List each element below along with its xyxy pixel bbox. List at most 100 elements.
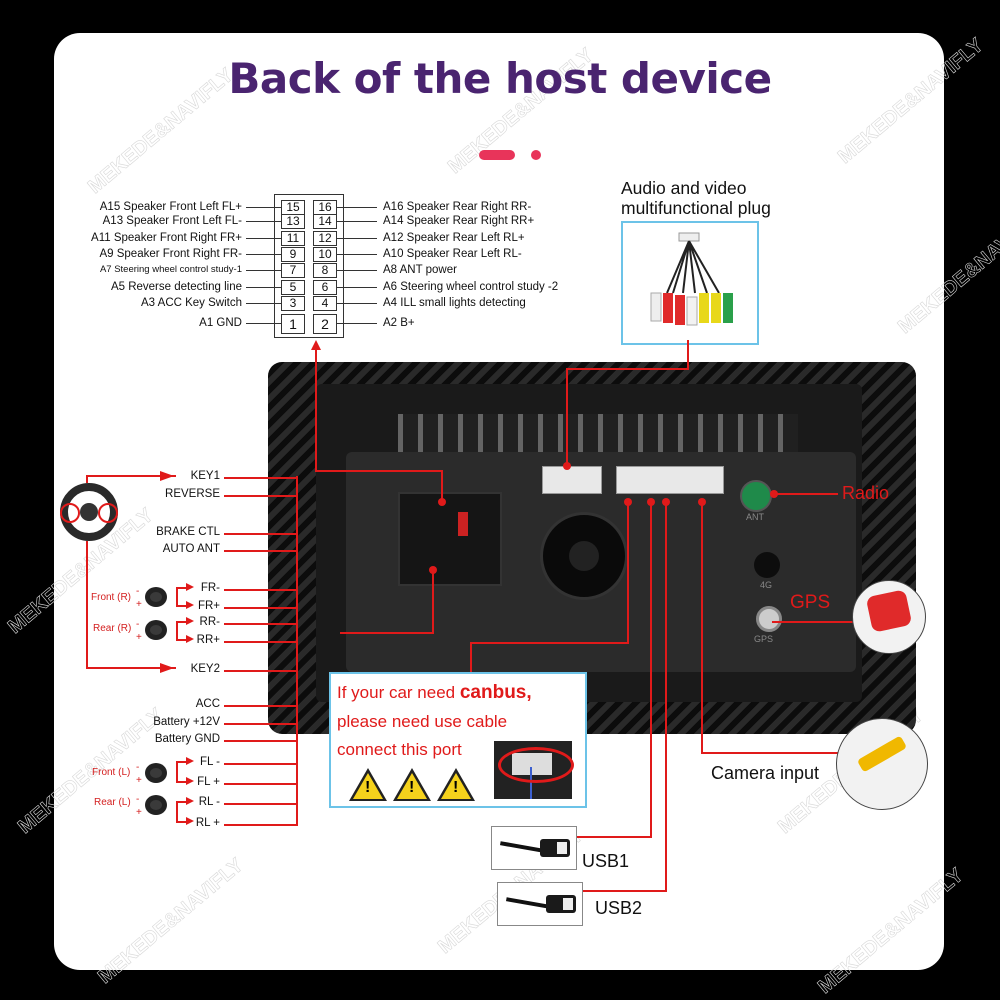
harness-label-battery12v: Battery +12V xyxy=(153,716,220,728)
pin-11: 11 xyxy=(281,231,305,246)
canbus-line2: please need use cable xyxy=(337,712,508,731)
gps-port-label: GPS xyxy=(754,634,774,644)
wire xyxy=(566,368,689,370)
wire xyxy=(470,642,472,674)
wire xyxy=(566,368,568,466)
pin-label-left: A11 Speaker Front Right FR+ xyxy=(91,232,242,244)
wire xyxy=(577,836,652,838)
wire xyxy=(224,607,298,609)
wire xyxy=(176,605,188,607)
gps-antenna-image xyxy=(852,580,926,654)
wire xyxy=(176,781,188,783)
steering-wheel-icon xyxy=(60,483,118,541)
wire xyxy=(176,587,178,605)
wire xyxy=(470,642,629,644)
polarity-minus: - xyxy=(136,762,140,773)
wire xyxy=(627,502,629,644)
multi-socket xyxy=(616,466,724,494)
pin-16: 16 xyxy=(313,200,337,215)
camera-input-label: Camera input xyxy=(711,763,820,783)
harness-label-key1: KEY1 xyxy=(190,470,220,482)
arrow-right-icon xyxy=(160,663,174,673)
polarity-minus: - xyxy=(136,619,140,630)
wire xyxy=(224,477,298,479)
wire xyxy=(86,475,176,477)
wire xyxy=(86,541,88,669)
pin-7: 7 xyxy=(281,263,305,278)
wire xyxy=(224,533,298,535)
gps-callout: GPS xyxy=(790,592,831,613)
arrow-right-icon xyxy=(186,777,194,785)
av-socket xyxy=(542,466,602,494)
pin-lead xyxy=(337,323,377,324)
wire xyxy=(224,763,298,765)
speaker-front-right-label: Front (R) xyxy=(91,592,131,603)
av-plug-title: Audio and video multifunctional plug xyxy=(621,178,771,218)
iso-socket xyxy=(398,492,502,586)
warning-glyph: ! xyxy=(453,779,459,796)
4g-port xyxy=(754,552,780,578)
av-plug-title-line1: Audio and video xyxy=(621,178,747,198)
camera-cable-image xyxy=(836,718,928,810)
wire xyxy=(701,752,841,754)
fuse xyxy=(458,512,468,536)
wire xyxy=(224,495,298,497)
wire xyxy=(224,803,298,805)
pin-label-right: A4 ILL small lights detecting xyxy=(383,297,526,309)
harness-label-rl-plus: RL + xyxy=(195,817,220,829)
pin-label-right: A16 Speaker Rear Right RR- xyxy=(383,201,532,213)
title-accent-dash xyxy=(479,150,515,160)
wire-dot xyxy=(563,462,571,470)
wire xyxy=(650,502,652,838)
page-title: Back of the host device xyxy=(228,54,772,103)
pin-lead xyxy=(337,287,377,288)
harness-label-rr-minus: RR- xyxy=(199,616,220,628)
harness-label-fr-minus: FR- xyxy=(200,582,220,594)
arrow-right-icon xyxy=(160,471,174,481)
pin-5: 5 xyxy=(281,280,305,295)
pin-lead xyxy=(246,303,281,304)
speaker-icon xyxy=(145,795,167,815)
harness-label-reverse: REVERSE xyxy=(165,488,220,500)
warning-icon: ! xyxy=(349,768,387,801)
wire xyxy=(665,502,667,892)
wire xyxy=(774,493,838,495)
wire xyxy=(701,502,703,754)
harness-label-fl-minus: FL - xyxy=(199,756,220,768)
wire xyxy=(224,670,298,672)
av-plug-title-line2: multifunctional plug xyxy=(621,198,771,218)
pin-label-left: A1 GND xyxy=(199,317,242,329)
rca-yellow-plug-icon xyxy=(856,735,908,773)
harness-label-key2: KEY2 xyxy=(190,663,220,675)
arrow-right-icon xyxy=(186,757,194,765)
arrow-right-icon xyxy=(186,797,194,805)
pin-lead xyxy=(246,270,281,271)
av-plug-image xyxy=(621,221,759,345)
pin-15: 15 xyxy=(281,200,305,215)
wire xyxy=(176,801,188,803)
pin-label-left: A7 Steering wheel control study-1 xyxy=(99,264,242,275)
speaker-rear-right-label: Rear (R) xyxy=(93,623,132,634)
cable-icon xyxy=(530,767,532,799)
pin-lead xyxy=(246,221,281,222)
pin-lead xyxy=(246,207,281,208)
wire xyxy=(86,667,176,669)
warning-icon: ! xyxy=(393,768,431,801)
4g-label: 4G xyxy=(760,580,773,590)
usb2-image xyxy=(497,882,583,926)
wire xyxy=(224,824,298,826)
wire xyxy=(176,639,188,641)
pin-lead xyxy=(337,254,377,255)
wire xyxy=(687,340,689,370)
usb-cable-icon xyxy=(505,897,551,909)
pin-label-left: A9 Speaker Front Right FR- xyxy=(99,248,242,260)
pin-label-right: A14 Speaker Rear Right RR+ xyxy=(383,215,535,227)
wire-dot xyxy=(438,498,446,506)
pin-label-right: A2 B+ xyxy=(383,317,415,329)
pin-label-left: A15 Speaker Front Left FL+ xyxy=(99,201,242,213)
pin-14: 14 xyxy=(313,214,337,229)
pin-lead xyxy=(246,323,281,324)
polarity-plus: + xyxy=(136,632,142,643)
gps-antenna-icon xyxy=(865,589,913,633)
pin-lead xyxy=(337,238,377,239)
